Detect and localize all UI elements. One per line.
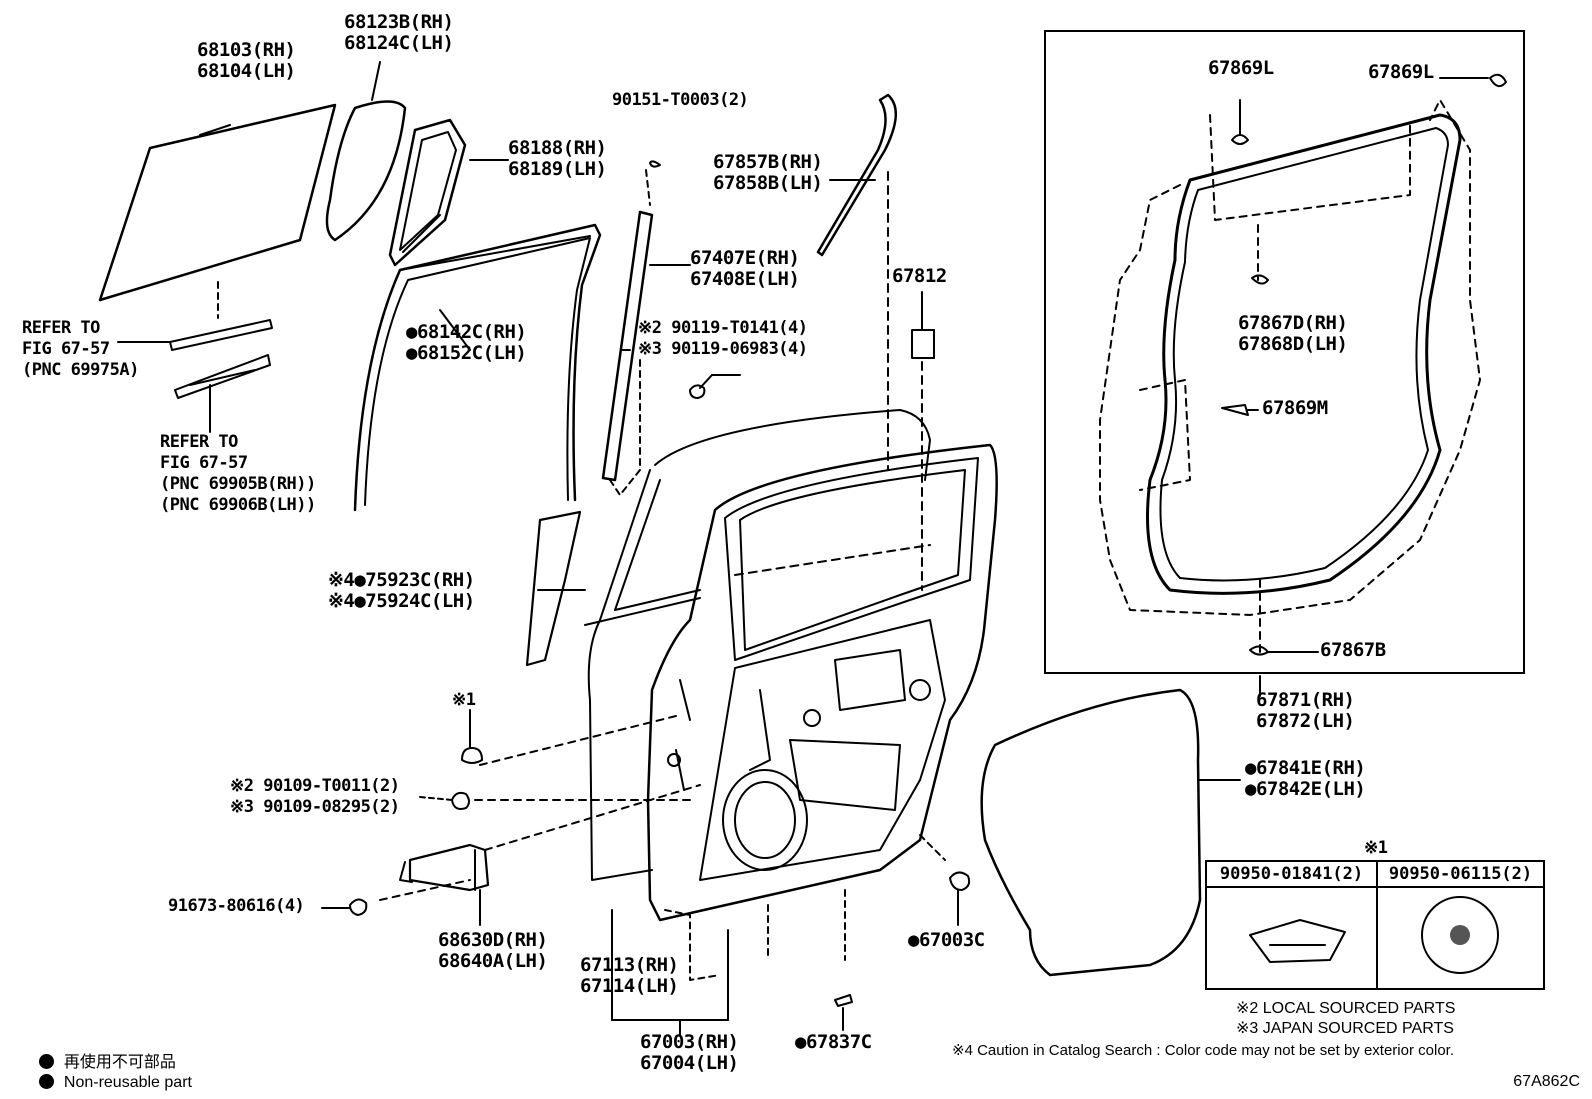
note-local-sourced: ※2 LOCAL SOURCED PARTS [1236, 1000, 1456, 1017]
label-pad-67812: 67812 [892, 265, 947, 287]
bolt-check-drawing [321, 898, 368, 916]
label-refer-2: REFER TO FIG 67-57 (PNC 69905B(RH)) (PNC… [160, 432, 316, 515]
label-glass-run: ●68142C(RH) ●68152C(LH) [406, 321, 527, 364]
label-plug: ●67003C [908, 929, 985, 951]
label-quarter-glass: 68123B(RH) 68124C(LH) [344, 11, 454, 54]
misc-leaders [199, 61, 876, 591]
label-tape: ※4●75923C(RH) ※4●75924C(LH) [328, 569, 475, 612]
clip-table: 90950-01841(2) 90950-06115(2) [1205, 860, 1545, 990]
label-clip-b: 67867B [1320, 639, 1386, 661]
label-division-bar: 67407E(RH) 67408E(LH) [690, 247, 800, 290]
label-door-check: 68630D(RH) 68640A(LH) [438, 929, 548, 972]
quarter-frame-drawing [388, 118, 467, 267]
plug-drawing [949, 871, 971, 926]
bolt-mid-drawing [419, 791, 470, 810]
clip-1-drawing [461, 709, 483, 764]
label-bolt-top: ※2 90119-T0141(4) ※3 90119-06983(4) [638, 318, 808, 359]
note-caution: ※4 Caution in Catalog Search : Color cod… [952, 1042, 1454, 1059]
clip-table-divider [1376, 862, 1378, 988]
label-part-67837c: ●67837C [795, 1031, 872, 1053]
label-clip-ref: ※1 [452, 690, 476, 710]
inner-panel-drawing [646, 443, 998, 981]
label-clip-l1: 67869L [1208, 57, 1274, 79]
label-hole-cover: ●67841E(RH) ●67842E(LH) [1245, 757, 1366, 800]
glass-run-drawing [353, 223, 602, 512]
bullet-icon [38, 1054, 54, 1069]
legend-en: Non-reusable part [30, 1056, 192, 1092]
label-screw-top: 90151-T0003(2) [612, 90, 749, 110]
label-bolt-mid: ※2 90109-T0011(2) ※3 90109-08295(2) [230, 776, 400, 817]
note-japan-sourced: ※3 JAPAN SOURCED PARTS [1236, 1020, 1454, 1037]
hole-cover-drawing [980, 688, 1241, 977]
weatherstrip-inset-frame [1044, 30, 1525, 674]
clip-table-ref: ※1 [1364, 838, 1388, 858]
legend-en-text: Non-reusable part [63, 1074, 192, 1091]
label-door-glass: 68103(RH) 68104(LH) [197, 39, 296, 82]
label-clip-l2: 67869L [1368, 61, 1434, 83]
part-67837c-drawing [834, 994, 853, 1031]
label-quarter-frame: 68188(RH) 68189(LH) [508, 137, 607, 180]
division-bar-drawing [601, 160, 661, 496]
label-weather-clip: 67867D(RH) 67868D(LH) [1238, 312, 1348, 355]
quarter-glass-drawing [325, 100, 407, 242]
leader-lines [379, 714, 701, 901]
run-channel-drawing [816, 93, 897, 471]
clip-table-col2: 90950-06115(2) [1378, 862, 1543, 888]
label-clip-m: 67869M [1262, 397, 1328, 419]
legend-jp-text: 再使用不可部品 [63, 1054, 176, 1071]
bullet-icon [38, 1074, 54, 1089]
legend-jp: 再使用不可部品 [30, 1030, 176, 1072]
door-glass-drawing [98, 103, 337, 319]
label-run-channel: 67857B(RH) 67858B(LH) [713, 151, 823, 194]
label-panel-assy: 67003(RH) 67004(LH) [640, 1031, 739, 1074]
panel-brackets [611, 909, 729, 1036]
belt-mouldings-drawing [117, 319, 273, 433]
label-refer-1: REFER TO FIG 67-57 (PNC 69975A) [22, 318, 139, 380]
label-panel-sub: 67113(RH) 67114(LH) [580, 954, 679, 997]
diagram-code: 67A862C [1513, 1073, 1580, 1090]
label-weatherstrip: 67871(RH) 67872(LH) [1256, 689, 1355, 732]
weatherstrip-drawing [1099, 73, 1507, 697]
clip-icons [1249, 896, 1499, 974]
door-check-drawing [399, 843, 490, 926]
clip-table-col1: 90950-01841(2) [1207, 862, 1376, 888]
bolt-drawing [689, 374, 741, 399]
label-bolt-check: 91673-80616(4) [168, 896, 305, 916]
outer-panel-drawing [525, 409, 931, 881]
